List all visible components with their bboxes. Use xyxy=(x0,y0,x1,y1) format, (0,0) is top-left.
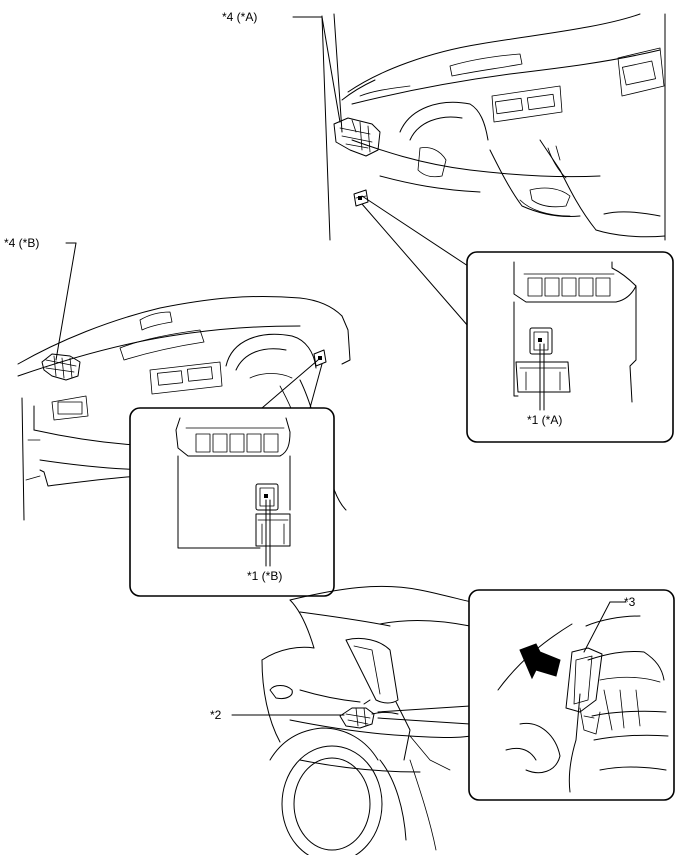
switch-1b-small xyxy=(313,349,327,367)
callout-3: *3 xyxy=(624,595,636,609)
zoom-line-a1 xyxy=(361,195,469,267)
leader-4b-down xyxy=(55,242,77,361)
detail-box-a xyxy=(466,251,674,443)
dashboard-top-right xyxy=(321,13,666,241)
zoom-line-c2 xyxy=(377,717,471,725)
switch-1a-detail xyxy=(529,327,553,355)
detail-box-c xyxy=(468,589,675,801)
callout-2: *2 xyxy=(210,708,222,722)
switch-1b-detail xyxy=(255,483,279,511)
callout-1a: *1 (*A) xyxy=(527,413,562,427)
callout-4b: *4 (*B) xyxy=(4,236,39,250)
push-arrow xyxy=(519,643,561,680)
switch-1a-small xyxy=(353,189,369,207)
vehicle-rear xyxy=(261,585,481,855)
connector-2 xyxy=(339,699,399,729)
zoom-line-b2 xyxy=(309,363,323,409)
connector-4b xyxy=(41,353,81,381)
callout-1b: *1 (*B) xyxy=(247,569,282,583)
leader-4a-down xyxy=(321,16,341,123)
detail-box-b xyxy=(129,407,335,597)
rear-wheel xyxy=(269,727,383,855)
connector-4a xyxy=(333,117,381,157)
callout-4a: *4 (*A) xyxy=(222,10,257,24)
zoom-line-c1 xyxy=(377,705,471,713)
zoom-line-a2 xyxy=(361,203,469,327)
zoom-line-b1 xyxy=(261,359,319,409)
part-3 xyxy=(565,647,603,735)
